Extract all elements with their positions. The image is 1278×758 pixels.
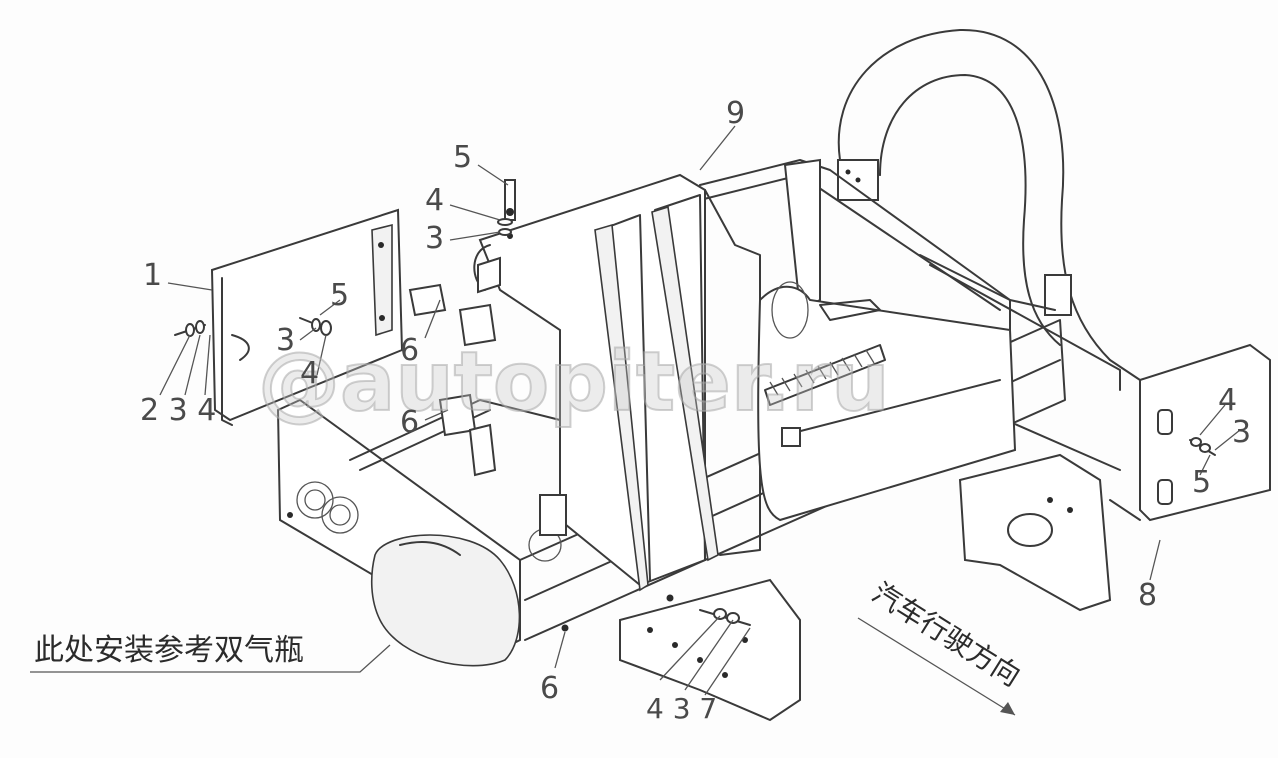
callout-3-top: 3 [425,221,444,256]
callout-9: 9 [726,96,745,131]
callout-5-top: 5 [453,140,472,175]
right-panel [1109,343,1271,522]
direction-arrow [857,617,1016,716]
callout-6-lower: 6 [400,405,419,440]
install-note: 此处安装参考双气瓶 [34,633,304,668]
callout-6-upper: 6 [400,333,419,368]
air-cylinder [757,281,1017,522]
main-tank [473,173,761,592]
callout-5-left: 5 [330,278,349,313]
fasteners [174,186,1216,626]
watermark-logo: @autopiter.ru [257,334,891,431]
callout-1: 1 [143,258,162,293]
chassis-rails [619,453,1112,722]
watermark-text: @autopiter.ru [258,335,890,430]
callout-2-3-4: 2 3 4 [140,393,216,428]
rear-frame [699,158,1121,471]
callout-4-top: 4 [425,183,444,218]
callout-3-right: 3 [1232,415,1251,450]
callout-4-3-7: 4 3 7 [646,692,717,725]
callout-6-bottom: 6 [540,671,559,706]
callout-4-right: 4 [1218,383,1237,418]
double-gas-bottle [370,494,567,667]
callout-8: 8 [1138,578,1157,613]
callout-4-left: 4 [300,356,319,391]
left-panel [210,208,404,426]
leader-lines [30,125,1241,696]
callout-3-left: 3 [276,323,295,358]
support-bracket [408,256,501,477]
driving-direction-label: 汽车行驶方向 [866,576,1026,693]
callout-5-right: 5 [1192,465,1211,500]
callout-labels: 1 9 5 4 3 5 3 4 6 6 2 3 4 4 3 5 8 6 4 3 … [140,96,1251,725]
